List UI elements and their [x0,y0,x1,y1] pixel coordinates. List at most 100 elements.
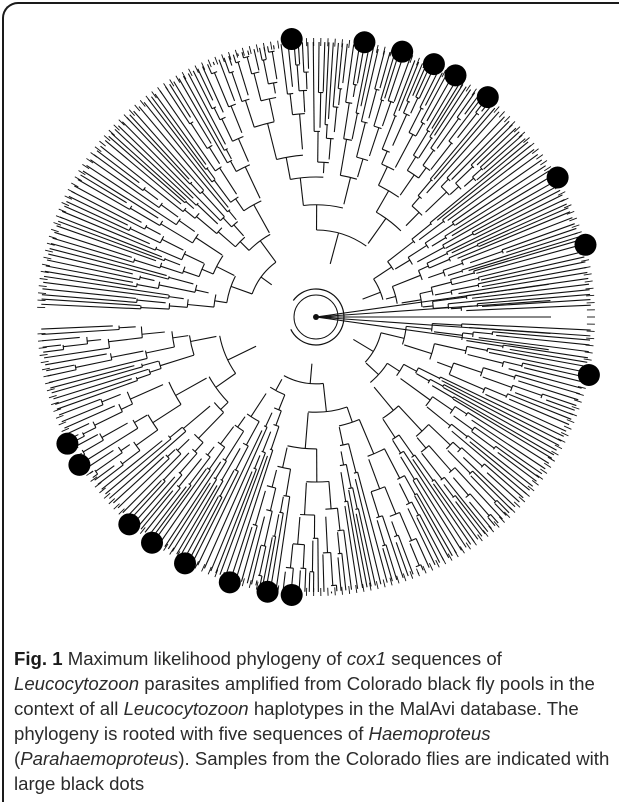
tree-clade-arc [252,262,276,294]
tree-clade-arc [290,177,323,179]
tree-internal-branch [400,512,412,540]
tree-internal-branch [234,225,244,236]
tree-tip-branch [349,490,367,587]
tree-internal-branch [468,355,504,364]
tree-clade-arc [261,98,276,101]
tree-internal-branch [320,93,321,128]
tree-tip-branch [233,55,236,63]
tree-internal-branch [455,406,467,414]
tree-internal-branch [504,362,522,366]
tree-tip [62,428,69,431]
tree-internal-branch [346,464,351,488]
tree-internal-branch [142,332,165,334]
tree-clade-arc [394,535,398,537]
tree-internal-branch [435,292,451,295]
tree-internal-branch [463,333,473,334]
tree-tip-branch [328,43,333,119]
tree-internal-branch [450,187,459,195]
tree-internal-branch [236,446,249,470]
tree-clade-arc [416,565,421,567]
colorado-sample-dot [56,433,78,455]
tree-internal-branch [329,481,331,508]
tree-internal-branch [404,364,417,371]
tree-clade-arc [160,263,162,268]
tree-clade-arc [368,449,385,457]
tree-tip [49,395,57,397]
tree-clade-arc [382,164,394,170]
tree-internal-branch [300,114,303,149]
tree-tip-branch [437,145,531,220]
colorado-sample-dot [423,53,445,75]
tree-internal-branch [183,271,199,276]
tree-internal-branch [412,502,419,515]
tree-internal-branch [485,387,506,396]
tree-tip-branch [434,108,495,179]
tree-tip-branch [308,42,309,69]
tree-internal-branch [196,217,216,234]
tree-internal-branch [83,440,103,452]
colorado-sample-dot [141,532,163,554]
tree-tip-branch [109,431,185,498]
caption-part: Leucocytozoon [14,673,139,694]
tree-clade-arc [227,276,236,303]
tree-tip [567,420,574,423]
tree-tip [585,352,593,353]
caption-part: cox1 [347,648,386,669]
tree-tip-branch [454,397,554,455]
tree-tip-branch [48,254,132,274]
tree-tip [586,345,594,346]
tree-clade-arc [187,299,188,307]
tree-tip-branch [343,44,348,83]
tree-tip-branch [333,43,338,107]
tree-internal-branch [423,306,433,307]
tree-internal-branch [366,363,379,375]
colorado-sample-dot [445,64,467,86]
tree-tip-branch [380,52,390,88]
tree-internal-branch [392,275,420,286]
caption-part: Maximum likelihood phylogeny of [63,648,347,669]
colorado-sample-dot [353,31,375,53]
tree-clade-arc [190,335,195,355]
tree-internal-branch [393,440,401,453]
tree-tip [38,293,46,294]
tree-tip-branch [394,60,415,115]
tree-tip-branch [51,243,167,275]
tree-tip-branch [443,181,555,245]
tree-internal-branch [199,412,224,438]
tree-tip [53,222,61,225]
tree-tip [249,46,251,54]
tree-internal-branch [416,374,429,381]
tree-internal-branch [374,100,382,126]
tree-tip [509,507,515,513]
tree-internal-branch [407,157,415,171]
tree-internal-branch [376,191,388,212]
tree-internal-branch [298,517,300,544]
tree-internal-branch [300,178,303,206]
tree-tip-branch [323,42,325,92]
tree-tip-branch [305,568,306,591]
caption-part: sequences of [386,648,502,669]
tree-tip [569,413,576,416]
tree-tip-branch [338,557,341,590]
tree-internal-branch [146,227,161,235]
tree-internal-branch [464,178,473,186]
tree-tip-branch [41,326,113,329]
tree-tip [586,295,594,296]
tree-internal-branch [266,413,272,427]
tree-tip [104,493,110,498]
circular-phylogenetic-tree [0,0,619,640]
tree-tip [146,96,151,102]
tree-clade-arc [478,277,479,280]
tree-internal-branch [420,291,432,294]
tree-internal-branch [255,455,260,468]
tree-internal-branch [276,411,281,426]
tree-internal-branch [412,224,431,239]
tree-tip-branch [318,42,319,93]
tree-tip-branch [59,399,100,415]
tree-internal-branch [137,300,166,303]
colorado-sample-dot [257,581,279,603]
tree-internal-branch [428,272,443,277]
tree-tip [403,574,406,582]
tree-clade-arc [182,251,186,259]
tree-clade-arc [267,486,276,488]
